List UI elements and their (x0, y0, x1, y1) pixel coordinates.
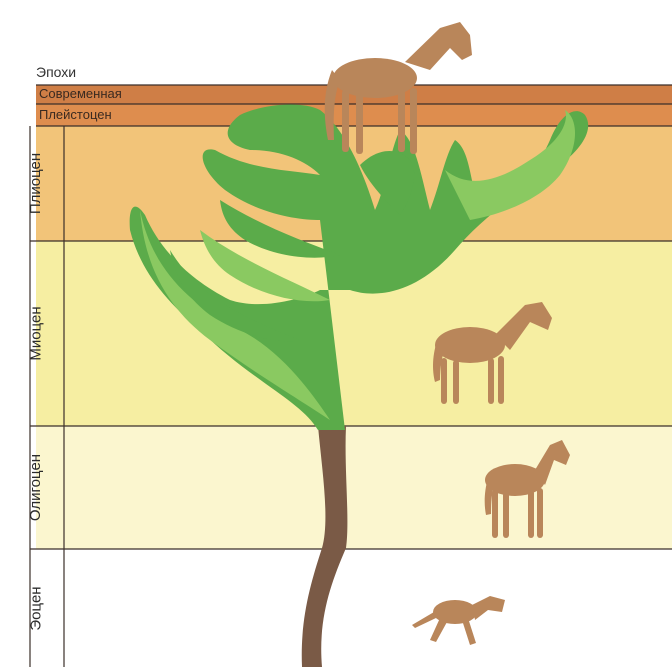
epoch-label-miocene: Миоцен (12, 241, 60, 426)
epoch-label-pleistocene: Плейстоцен (39, 107, 112, 122)
epoch-label-pliocene: Плиоцен (12, 126, 60, 241)
epoch-label-eocene: Эоцен (12, 549, 60, 667)
epoch-label-sovremennaya: Современная (39, 86, 122, 101)
epoch-label-oligocene: Олигоцен (12, 426, 60, 549)
band-eocene (36, 549, 672, 667)
band-oligocene (36, 426, 672, 549)
epochs-header: Эпохи (36, 64, 76, 80)
